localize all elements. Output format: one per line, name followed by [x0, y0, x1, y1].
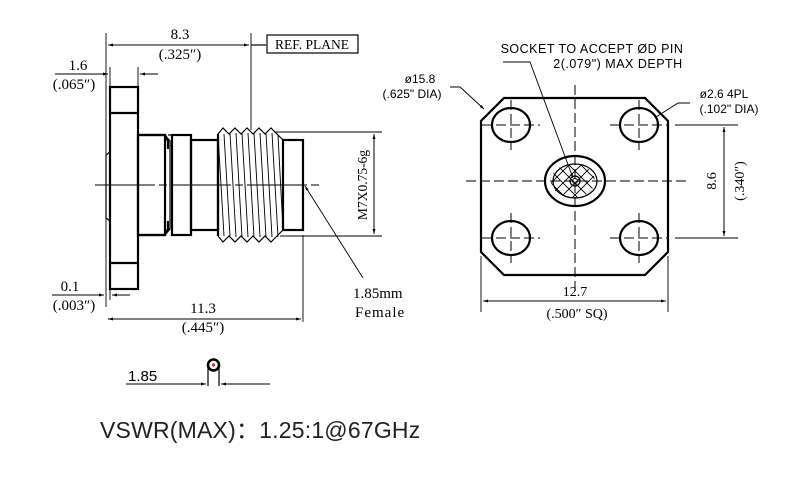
interface-label-size: 1.85mm: [353, 286, 403, 302]
dim-8-3-mm: 8.3: [171, 27, 190, 43]
square-size-inch: (.500″ SQ): [546, 307, 607, 322]
hole-spacing-inch: (.340″): [733, 161, 748, 201]
square-size-mm: 12.7: [563, 285, 588, 300]
ref-plane-box: [266, 34, 359, 54]
dim-0-1-mm: 0.1: [61, 279, 80, 295]
dim-ref-length: [105, 33, 266, 130]
socket-leader: [503, 61, 574, 179]
front-view: SOCKET TO ACCEPT ØD PIN 2(.079") MAX DEP…: [383, 42, 759, 322]
dim-0-1-inch: (.003″): [53, 298, 96, 314]
mounting-holes: [482, 100, 668, 263]
flange: [105, 85, 140, 307]
dim-1-6-inch: (.065″): [53, 77, 96, 93]
socket-note-line1: SOCKET TO ACCEPT ØD PIN: [501, 42, 684, 56]
interface-leader: [304, 185, 364, 279]
square-flange: [479, 96, 670, 277]
dim-8-3-inch: (.325″): [159, 47, 202, 63]
dim-hole-spacing: [675, 124, 738, 239]
interface-label-gender: Female: [355, 305, 405, 321]
dim-offset: [52, 289, 130, 300]
flange-dia-leader: [450, 86, 485, 110]
dim-11-3-inch: (.445″): [182, 320, 225, 336]
hole-dia-inch: (.102" DIA): [700, 102, 759, 116]
flange-dia-inch: (.625" DIA): [383, 87, 442, 101]
hole-dia-leader: [655, 102, 690, 118]
dim-11-3-mm: 11.3: [190, 301, 216, 317]
pin-detail: 1.85: [126, 358, 270, 386]
dim-length: [108, 235, 304, 322]
dim-flange: [55, 67, 158, 86]
dim-square: [480, 256, 669, 312]
side-view: 8.3 (.325″) REF. PLANE 1.6 (.065″) 0.1 (…: [52, 27, 405, 336]
dim-thread: [274, 131, 382, 237]
hole-dia-mm: ø2.6 4PL: [700, 87, 749, 101]
pin-size-label: 1.85: [128, 368, 157, 385]
flange-dia-mm: ø15.8: [405, 72, 436, 86]
dim-1-6-mm: 1.6: [69, 58, 88, 74]
thread-spec: M7X0.75-6g: [355, 150, 370, 220]
ref-plane-label: REF. PLANE: [275, 37, 349, 52]
pin-center-dot: [211, 363, 216, 367]
vswr-spec: VSWR(MAX)：1.25:1@67GHz: [100, 417, 421, 443]
hole-spacing-mm: 8.6: [705, 172, 720, 190]
socket-note-line2: 2(.079") MAX DEPTH: [553, 57, 682, 71]
